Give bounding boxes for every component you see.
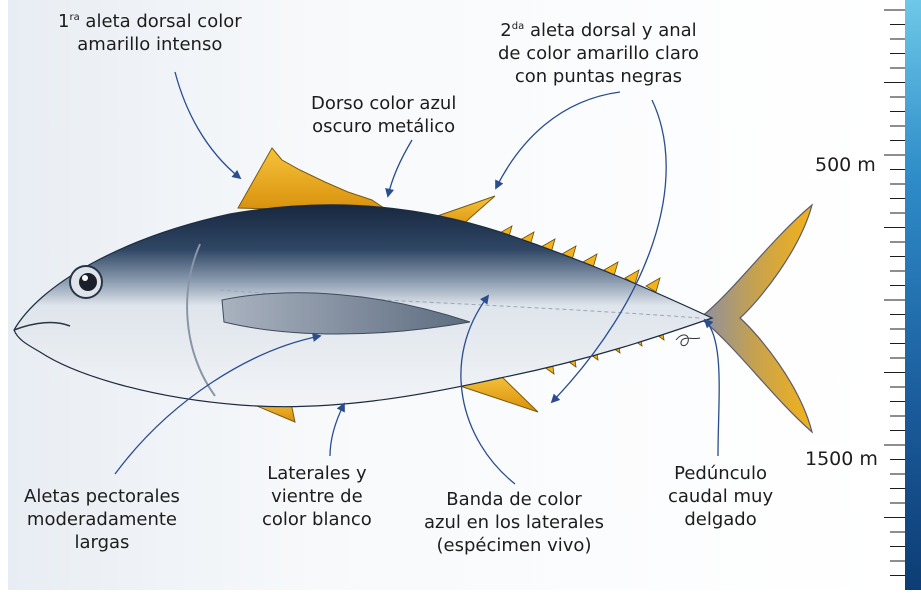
label-banda-line3: (espécimen vivo) bbox=[437, 535, 592, 556]
eye-highlight bbox=[82, 275, 88, 281]
label-peduncle: Pedúnculo caudal muy delgado bbox=[668, 462, 773, 531]
eye-pupil bbox=[79, 273, 97, 291]
depth-scale-bar bbox=[905, 0, 921, 590]
label-first-dorsal-num: 1 bbox=[58, 11, 69, 32]
depth-mark-1500: 1500 m bbox=[801, 446, 882, 472]
depth-mark-500: 500 m bbox=[811, 152, 880, 178]
label-dorso-line2: oscuro metálico bbox=[312, 116, 455, 137]
label-banda-line2: azul en los laterales bbox=[424, 512, 604, 533]
label-second-dorsal-num: 2 bbox=[500, 20, 511, 41]
label-peduncle-line1: Pedúnculo bbox=[674, 463, 767, 484]
label-second-dorsal-line1: aleta dorsal y anal bbox=[524, 20, 696, 41]
label-dorso-line1: Dorso color azul bbox=[311, 93, 456, 114]
label-second-dorsal-fin: 2da aleta dorsal y anal de color amarill… bbox=[498, 19, 699, 88]
label-pectoral-fins: Aletas pectorales moderadamente largas bbox=[24, 485, 180, 554]
label-laterales: Laterales y vientre de color blanco bbox=[262, 462, 372, 531]
label-pectoral-line3: largas bbox=[74, 532, 129, 553]
label-dorso: Dorso color azul oscuro metálico bbox=[311, 92, 456, 138]
label-second-dorsal-line2: de color amarillo claro bbox=[498, 43, 699, 64]
label-first-dorsal-sup: ra bbox=[69, 12, 79, 23]
label-first-dorsal-line2: amarillo intenso bbox=[77, 34, 222, 55]
label-banda: Banda de color azul en los laterales (es… bbox=[424, 488, 604, 557]
label-second-dorsal-line3: con puntas negras bbox=[515, 66, 682, 87]
label-first-dorsal-line1: aleta dorsal color bbox=[80, 11, 242, 32]
label-banda-line1: Banda de color bbox=[446, 489, 582, 510]
label-laterales-line1: Laterales y bbox=[267, 463, 366, 484]
label-peduncle-line2: caudal muy bbox=[668, 486, 773, 507]
label-laterales-line2: vientre de bbox=[271, 486, 363, 507]
label-laterales-line3: color blanco bbox=[262, 509, 372, 530]
label-pectoral-line1: Aletas pectorales bbox=[24, 486, 180, 507]
label-first-dorsal-fin: 1ra aleta dorsal color amarillo intenso bbox=[58, 10, 242, 56]
label-second-dorsal-sup: da bbox=[512, 21, 524, 32]
label-peduncle-line3: delgado bbox=[684, 509, 756, 530]
label-pectoral-line2: moderadamente bbox=[27, 509, 177, 530]
